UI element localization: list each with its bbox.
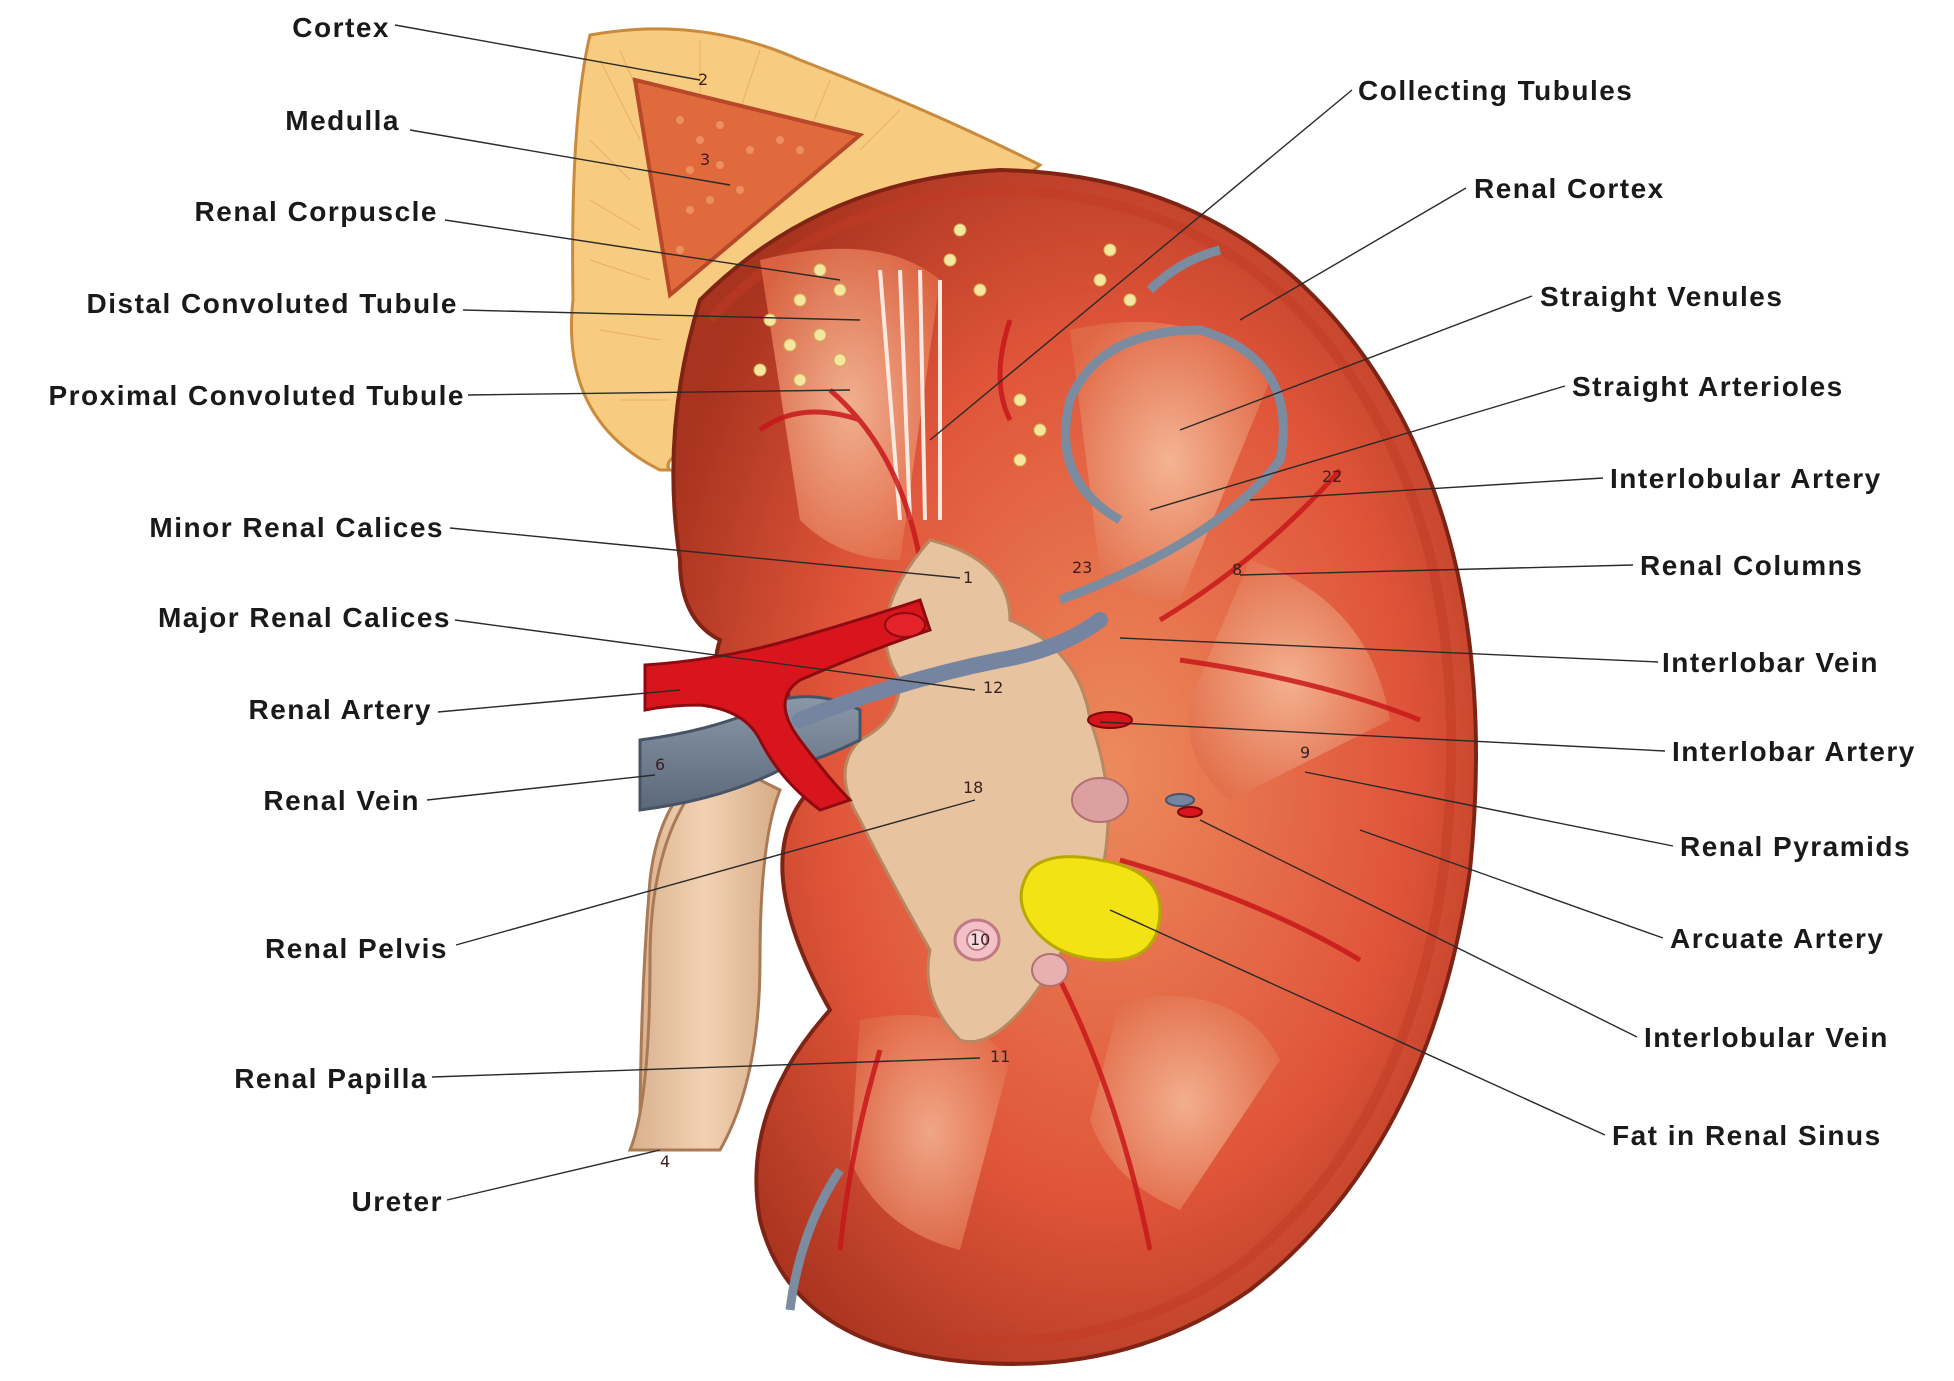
- label-interlobar-vein: Interlobar Vein: [1662, 647, 1879, 678]
- label-ureter: Ureter: [352, 1186, 443, 1217]
- model-number-18: 18: [963, 778, 983, 797]
- label-distal-convoluted-tubule: Distal Convoluted Tubule: [87, 288, 458, 319]
- model-number-22: 22: [1322, 467, 1342, 486]
- label-renal-cortex: Renal Cortex: [1474, 173, 1665, 204]
- label-interlobular-artery: Interlobular Artery: [1610, 463, 1882, 494]
- label-renal-vein: Renal Vein: [263, 785, 420, 816]
- model-number-3: 3: [700, 150, 710, 169]
- label-renal-artery: Renal Artery: [249, 694, 432, 725]
- label-renal-pyramids: Renal Pyramids: [1680, 831, 1911, 862]
- label-medulla: Medulla: [285, 105, 400, 136]
- label-collecting-tubules: Collecting Tubules: [1358, 75, 1633, 106]
- model-number-4: 4: [660, 1152, 670, 1171]
- label-straight-arterioles: Straight Arterioles: [1572, 371, 1844, 402]
- model-number-11: 11: [990, 1047, 1010, 1066]
- label-renal-pelvis: Renal Pelvis: [265, 933, 448, 964]
- label-proximal-convoluted-tubule: Proximal Convoluted Tubule: [48, 380, 465, 411]
- model-number-10: 10: [970, 930, 990, 949]
- label-major-renal-calices: Major Renal Calices: [158, 602, 451, 633]
- label-interlobular-vein: Interlobular Vein: [1644, 1022, 1889, 1053]
- model-number-6: 6: [655, 755, 665, 774]
- model-number-12: 12: [983, 678, 1003, 697]
- label-arcuate-artery: Arcuate Artery: [1670, 923, 1884, 954]
- label-renal-columns: Renal Columns: [1640, 550, 1863, 581]
- model-number-1: 1: [963, 568, 973, 587]
- label-cortex: Cortex: [292, 12, 390, 43]
- label-straight-venules: Straight Venules: [1540, 281, 1783, 312]
- label-fat-in-renal-sinus: Fat in Renal Sinus: [1612, 1120, 1882, 1151]
- model-number-9: 9: [1300, 743, 1310, 762]
- left-labels: Cortex Medulla Renal Corpuscle Distal Co…: [48, 12, 465, 1217]
- model-number-8: 8: [1232, 560, 1242, 579]
- label-renal-papilla: Renal Papilla: [234, 1063, 428, 1094]
- label-interlobar-artery: Interlobar Artery: [1672, 736, 1916, 767]
- label-renal-corpuscle: Renal Corpuscle: [195, 196, 438, 227]
- model-number-23: 23: [1072, 558, 1092, 577]
- label-minor-renal-calices: Minor Renal Calices: [149, 512, 444, 543]
- papilla-bump: [1072, 778, 1128, 822]
